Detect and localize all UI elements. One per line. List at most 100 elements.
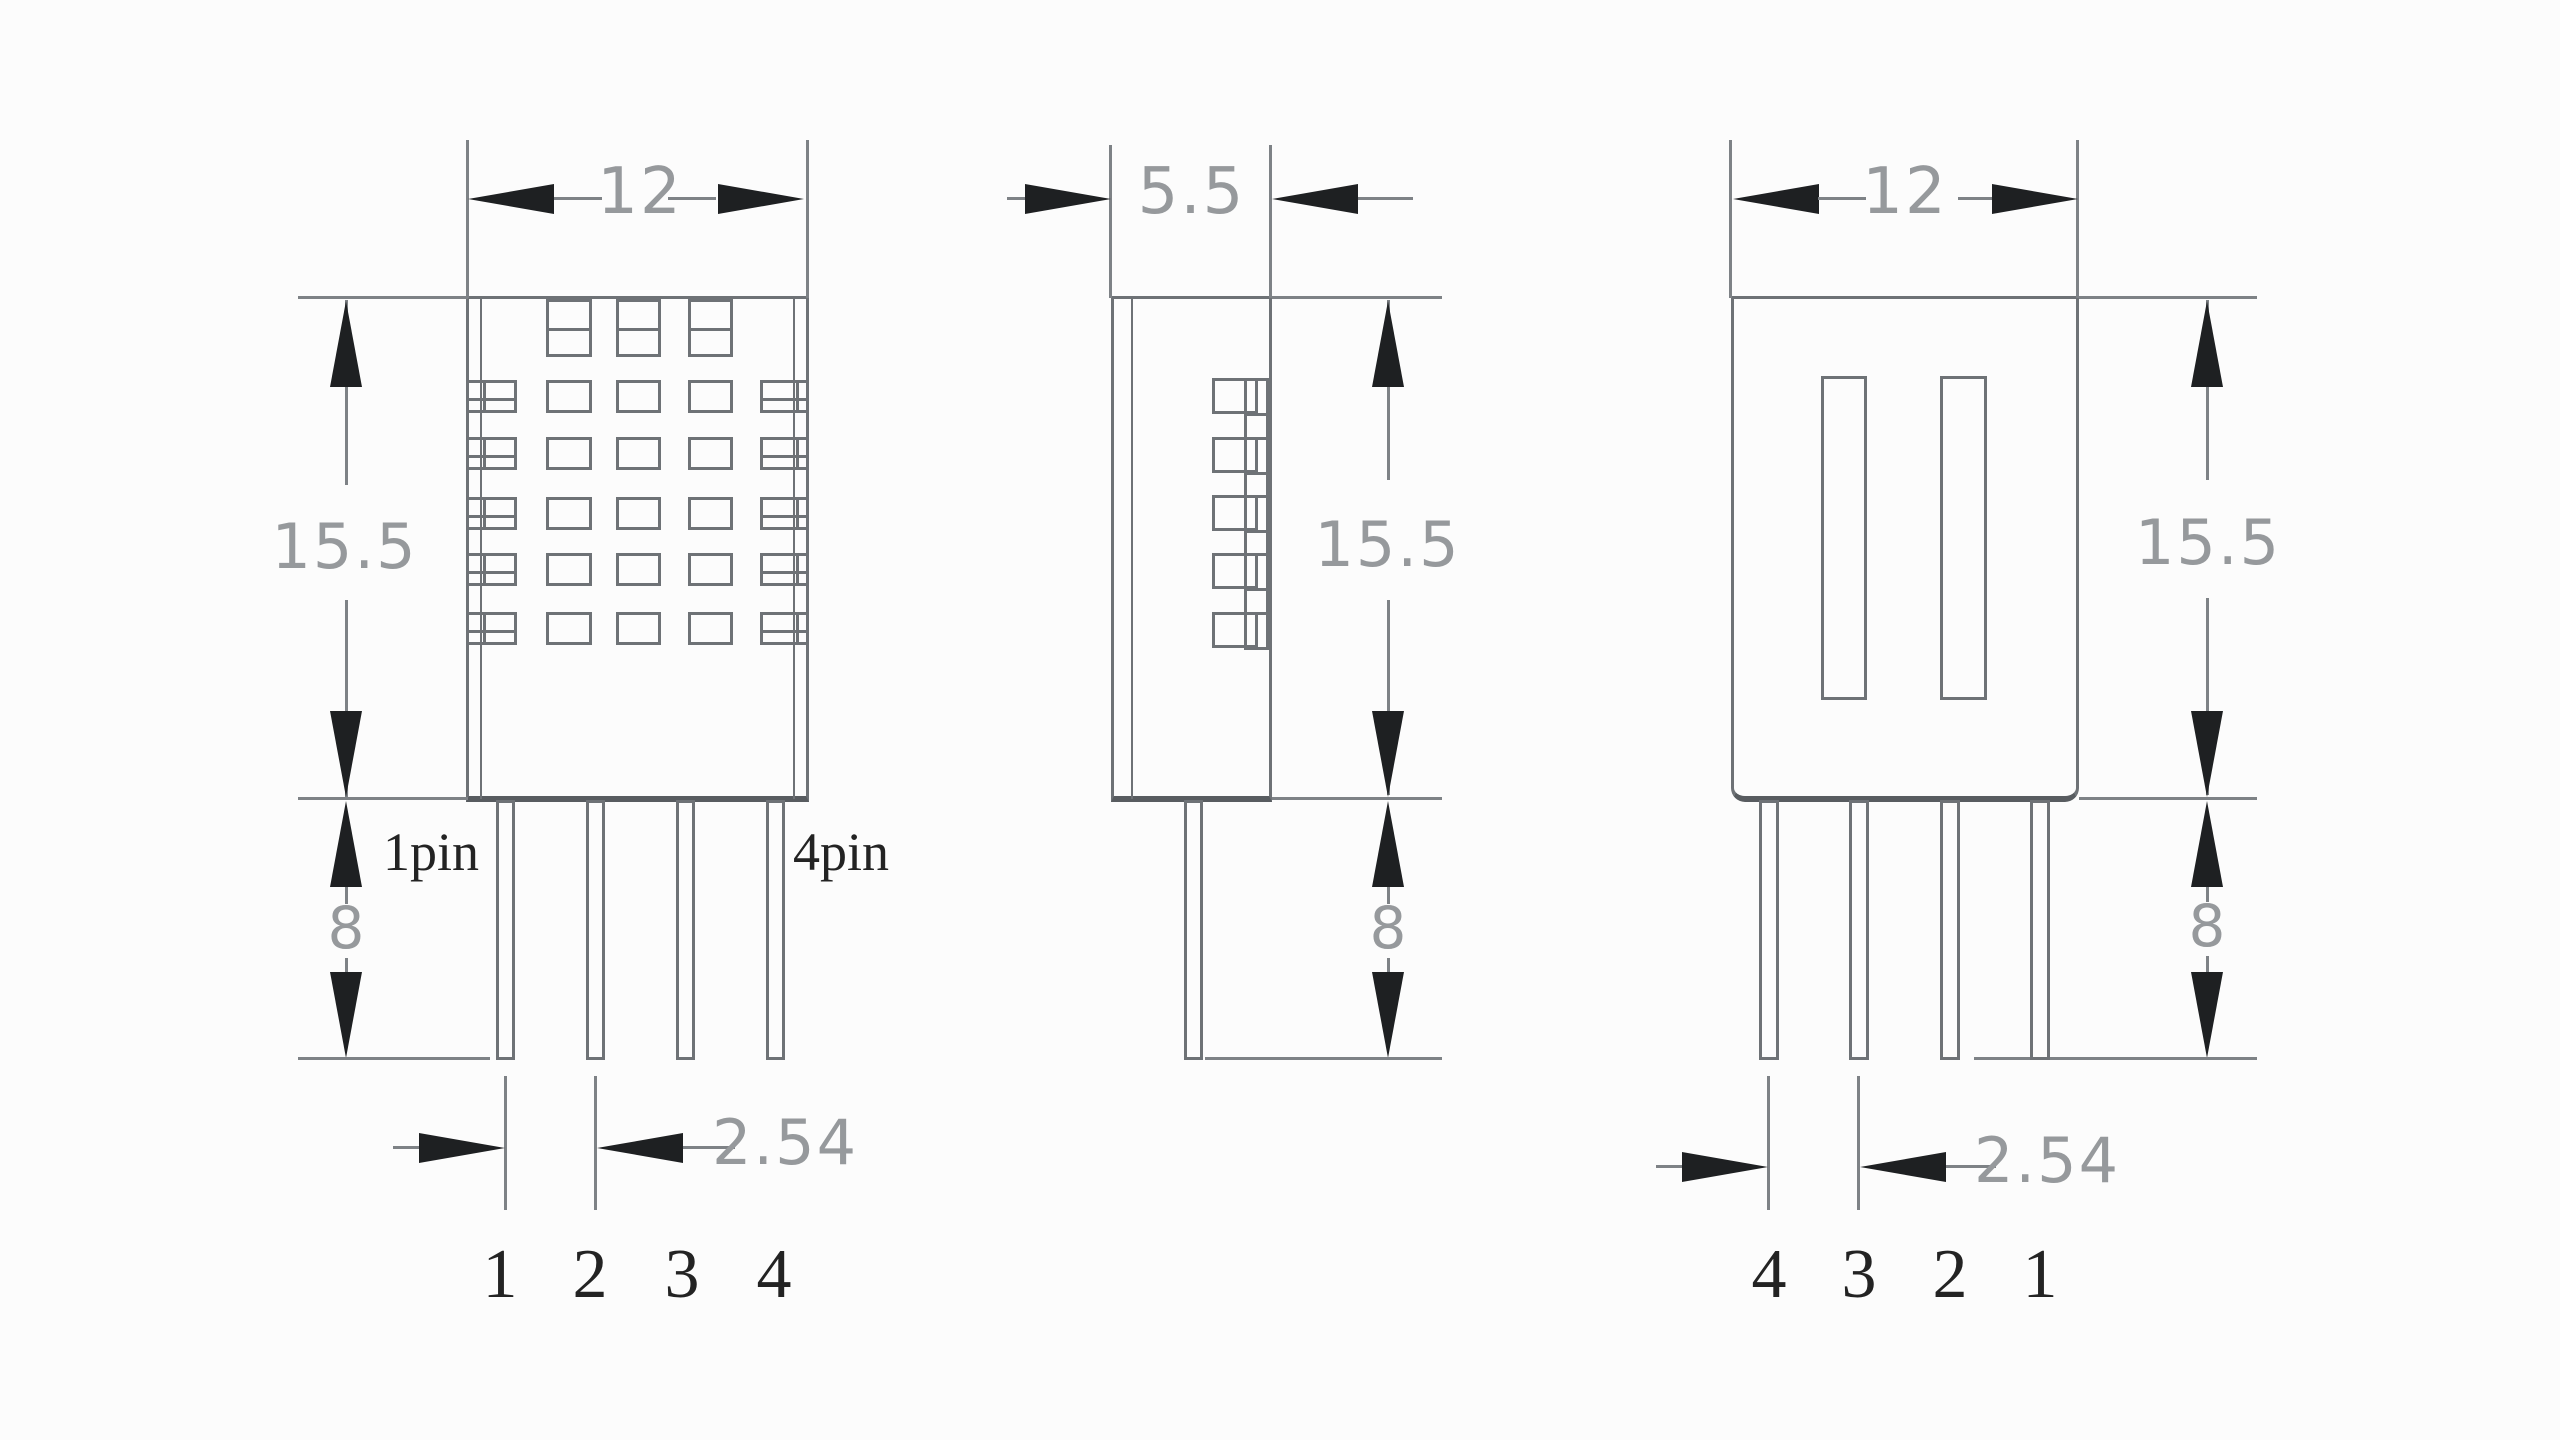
vent-hole-divider — [762, 571, 807, 574]
side-vent-hole — [1212, 612, 1258, 648]
back-height-arrow-down — [2191, 711, 2223, 797]
front-pin-number-2: 2 — [572, 1236, 608, 1313]
vent-hole-edge-right — [760, 553, 809, 586]
vent-hole-divider — [762, 630, 807, 633]
vent-hole-edge-left — [466, 553, 517, 586]
vent-hole-divider — [483, 382, 486, 411]
vent-hole-divider — [468, 571, 515, 574]
side-depth-dimension-label: 5.5 — [1137, 155, 1246, 229]
vent-hole — [688, 553, 733, 586]
vent-hole — [688, 437, 733, 470]
vent-hole-divider — [468, 398, 515, 401]
back-width-tail-left — [1818, 197, 1866, 200]
side-depth-arrow-left — [1025, 184, 1111, 214]
vent-hole — [688, 380, 733, 413]
vent-hole-divider — [483, 614, 486, 643]
front-pinlen-arrow-down — [330, 972, 362, 1058]
side-height-ext-line-bottom — [1272, 797, 1442, 800]
vent-hole-edge-left — [466, 380, 517, 413]
front-width-arrow-left — [468, 184, 554, 214]
back-pin-1 — [2030, 800, 2050, 1060]
back-pinlen-dimension-label: 8 — [2188, 892, 2228, 960]
front-ground-baseline — [298, 1057, 490, 1060]
front-pitch-dimension-label: 2.54 — [711, 1106, 859, 1179]
side-pinlen-arrow-up — [1372, 801, 1404, 887]
side-pin — [1184, 800, 1203, 1060]
vent-hole-top — [546, 299, 592, 357]
vent-hole-top — [616, 299, 661, 357]
vent-hole-divider — [483, 439, 486, 468]
back-pitch-dimension-label: 2.54 — [1973, 1124, 2121, 1197]
vent-hole — [546, 437, 592, 470]
front-width-tail-left — [554, 197, 602, 200]
vent-hole — [546, 612, 592, 645]
side-height-arrow-up — [1372, 301, 1404, 387]
side-depth-ext-line-left — [1109, 145, 1112, 298]
back-pin-number-2: 2 — [1932, 1236, 1968, 1313]
front-height-ext-line-top — [298, 296, 468, 299]
back-width-tail-right — [1958, 197, 2006, 200]
back-pin-number-1: 1 — [2022, 1236, 2058, 1313]
back-width-arrow-left — [1733, 184, 1819, 214]
front-height-dim-line-lower — [345, 600, 348, 798]
front-pitch-tail-right — [683, 1146, 735, 1149]
vent-hole — [616, 553, 661, 586]
back-pin-4 — [1759, 800, 1779, 1060]
vent-hole-divider — [468, 630, 515, 633]
vent-hole-divider — [796, 499, 799, 528]
vent-hole-edge-left — [466, 437, 517, 470]
front-width-tail-right — [668, 197, 716, 200]
back-height-ext-line-top — [2079, 296, 2257, 299]
front-width-ext-line-right — [806, 140, 809, 298]
vent-hole-divider — [690, 328, 731, 331]
back-ground-baseline — [1974, 1057, 2257, 1060]
side-ground-baseline — [1205, 1057, 1442, 1060]
vent-hole — [546, 380, 592, 413]
front-pin-number-3: 3 — [664, 1236, 700, 1313]
front-pitch-ext-line-2 — [594, 1076, 597, 1210]
front-height-ext-line-bottom — [298, 797, 468, 800]
back-width-ext-line-left — [1729, 140, 1732, 298]
vent-hole-divider — [468, 455, 515, 458]
front-height-arrow-up — [330, 301, 362, 387]
side-pinlen-arrow-down — [1372, 972, 1404, 1058]
front-pinlen-arrow-up — [330, 801, 362, 887]
side-vent-hole — [1212, 437, 1258, 473]
side-depth-tail-left — [1007, 197, 1027, 200]
vent-hole-divider — [796, 555, 799, 584]
back-slot-left — [1821, 376, 1867, 700]
vent-hole-divider — [548, 328, 590, 331]
vent-hole-edge-right — [760, 612, 809, 645]
side-depth-arrow-right — [1272, 184, 1358, 214]
side-depth-tail-right — [1358, 197, 1413, 200]
vent-hole-divider — [483, 499, 486, 528]
front-pinlen-stub-lower — [345, 958, 348, 976]
front-pin-number-4: 4 — [756, 1236, 792, 1313]
side-vent-cell — [1244, 413, 1269, 440]
back-body-outline — [1731, 296, 2079, 802]
vent-hole — [616, 612, 661, 645]
side-vent-hole — [1212, 553, 1258, 589]
back-pin-3 — [1849, 800, 1869, 1060]
front-height-arrow-down — [330, 711, 362, 797]
front-pin-number-1: 1 — [482, 1236, 518, 1313]
back-pin-2 — [1940, 800, 1960, 1060]
back-height-ext-line-bottom — [2079, 797, 2257, 800]
vent-hole-divider — [483, 555, 486, 584]
side-vent-hole — [1212, 378, 1258, 414]
front-pitch-arrow-right — [597, 1133, 683, 1163]
side-pinlen-stub-upper — [1387, 884, 1390, 904]
vent-hole-edge-left — [466, 612, 517, 645]
side-pinlen-stub-lower — [1387, 958, 1390, 976]
front-width-ext-line-left — [466, 140, 469, 298]
vent-hole-divider — [468, 515, 515, 518]
back-height-arrow-up — [2191, 301, 2223, 387]
vent-hole-divider — [796, 382, 799, 411]
front-height-dim-line-upper — [345, 300, 348, 485]
vent-hole-edge-left — [466, 497, 517, 530]
side-height-arrow-down — [1372, 711, 1404, 797]
side-height-ext-line-top — [1272, 296, 1442, 299]
front-pin-4 — [766, 800, 785, 1060]
front-body-outline — [466, 296, 809, 802]
